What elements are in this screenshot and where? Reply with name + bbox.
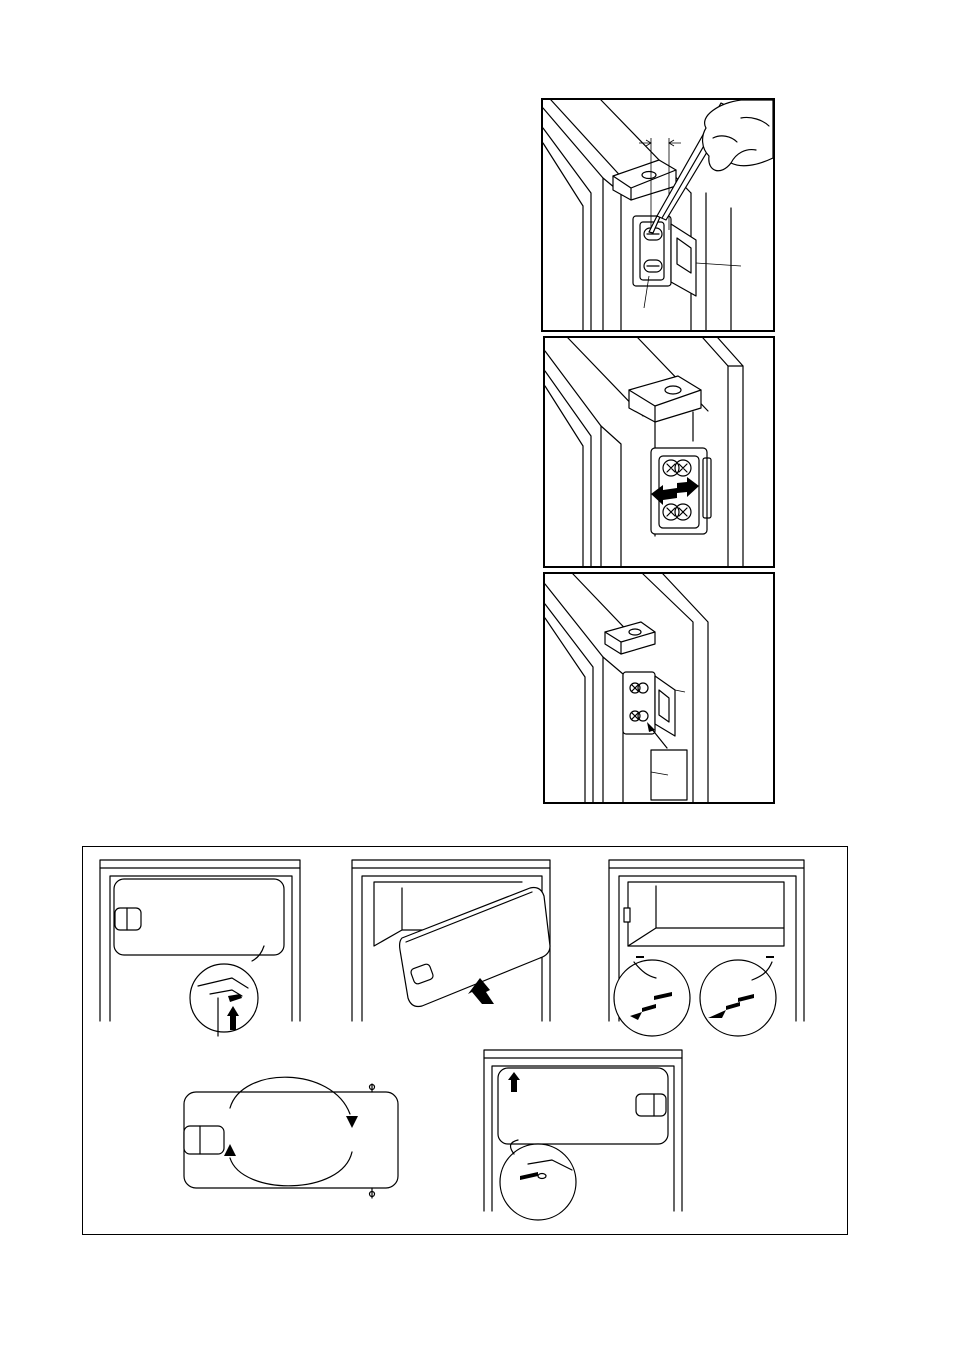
figure-1-svg bbox=[541, 98, 775, 332]
figure-3-svg bbox=[543, 572, 775, 804]
door-tilt-step bbox=[351, 859, 551, 1022]
hand-icon bbox=[702, 99, 774, 172]
figure-3-cover-fit bbox=[543, 572, 775, 804]
figure-2-svg bbox=[543, 336, 775, 568]
figure-2-hinge-slide bbox=[543, 336, 775, 568]
arrow-icon bbox=[647, 722, 668, 749]
door-removal-step bbox=[99, 859, 301, 1037]
refit-door-step bbox=[483, 1049, 683, 1221]
step-strip-svg bbox=[82, 846, 848, 1235]
figure-1-hinge-adjust bbox=[541, 98, 775, 332]
hinge-swap-step bbox=[608, 859, 805, 1037]
rotate-door-step bbox=[183, 1076, 399, 1199]
double-arrow-icon bbox=[651, 477, 699, 505]
step-strip bbox=[82, 846, 848, 1235]
